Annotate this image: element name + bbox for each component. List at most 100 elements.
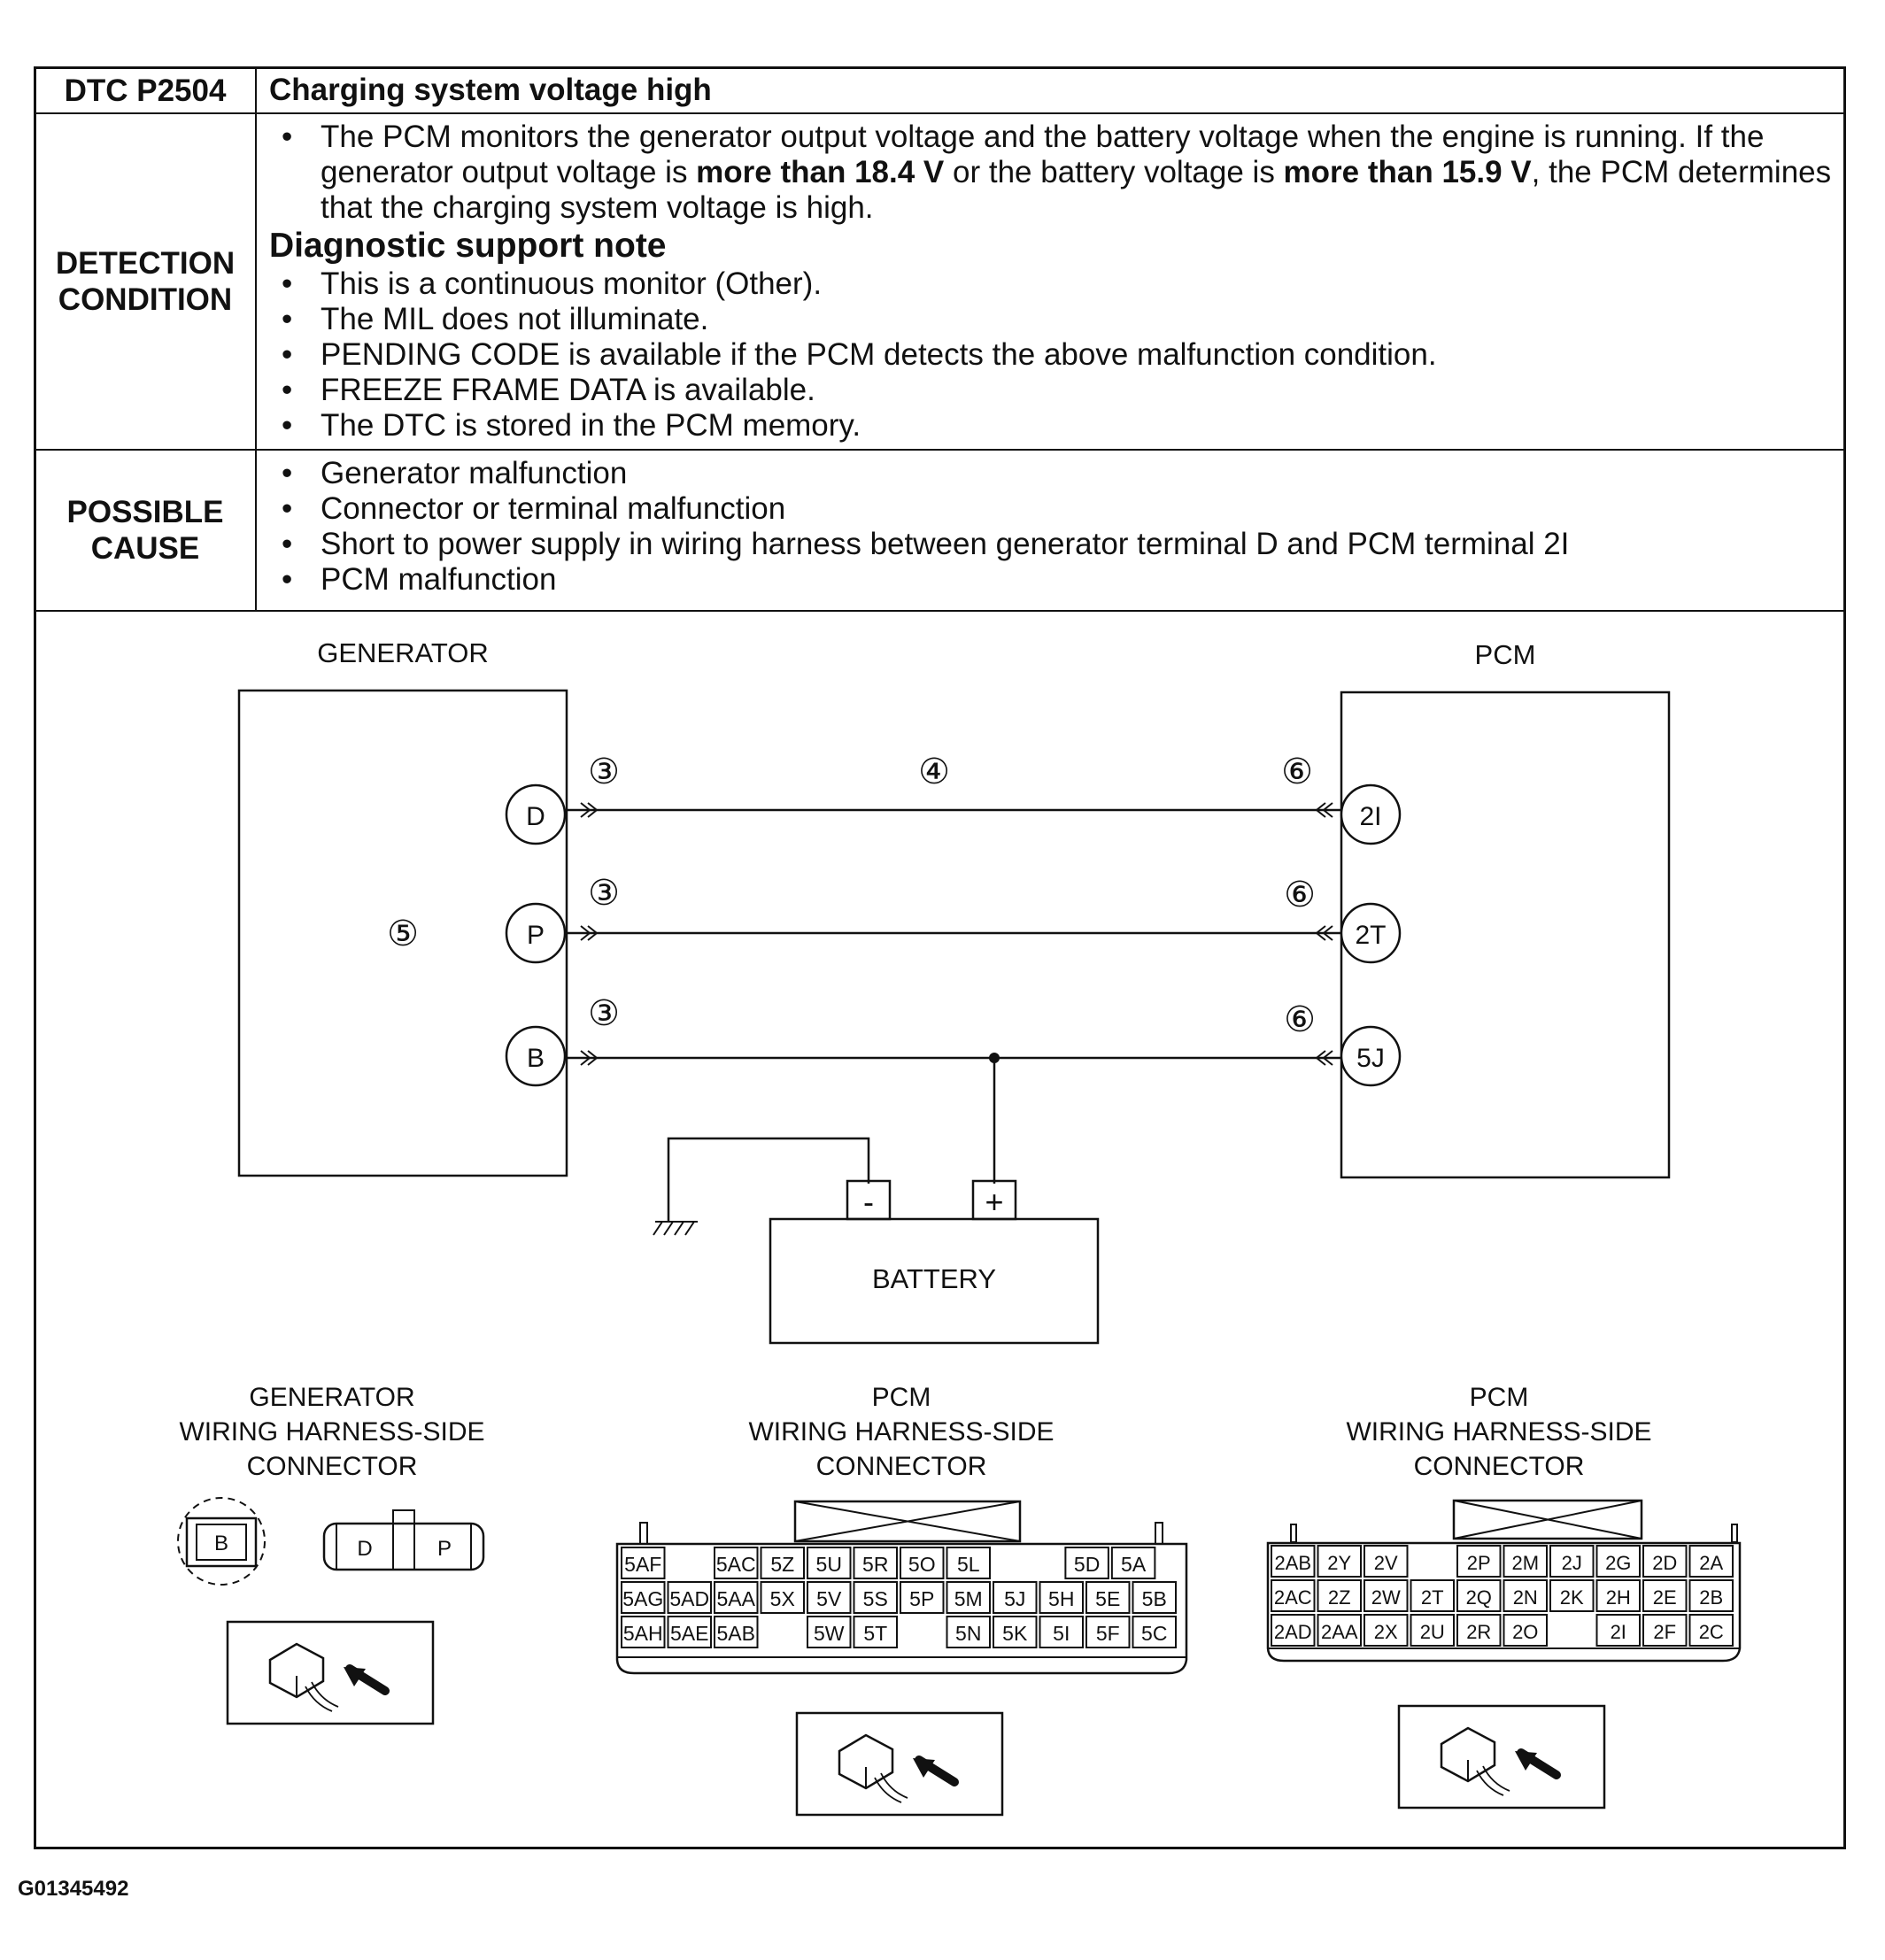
pcm2-pin-cell: [1688, 1545, 1734, 1578]
detection-condition-label: DETECTION CONDITION: [34, 112, 257, 451]
pcm2-pin-cell: [1317, 1545, 1362, 1578]
pcm5-pin-label: 5Z: [770, 1553, 794, 1576]
pcm2-pin-cell: [1364, 1579, 1409, 1612]
pcm5-pin-label: 5N: [955, 1622, 981, 1645]
battery-positive-terminal: [971, 1179, 1017, 1221]
pcm2-pin-cell: [1688, 1579, 1734, 1612]
svg-text:WIRING HARNESS-SIDE: WIRING HARNESS-SIDE: [1346, 1417, 1651, 1447]
pcm2-pin-cell: [1364, 1614, 1409, 1647]
callout-3-d: ③: [588, 752, 620, 791]
detection-text-c: , the PCM determines that the charging s…: [321, 155, 1832, 225]
callout-6-2t: ⑥: [1284, 876, 1316, 914]
pcm5-pin-label: 5J: [1004, 1587, 1025, 1610]
pcm5-pin-label: 5U: [816, 1553, 842, 1576]
pcm2-pin-label: 2J: [1562, 1552, 1582, 1574]
pcm5-pin-label: 5T: [863, 1622, 887, 1645]
cause-list: Generator malfunction Connector or termi…: [269, 456, 1832, 598]
generator-callout: ⑤: [387, 914, 419, 953]
pcm2-pin-cell: [1456, 1545, 1502, 1578]
possible-cause-body: Generator malfunction Connector or termi…: [255, 449, 1846, 612]
pcm2-pin-cell: [1271, 1579, 1316, 1612]
cause-item: Connector or terminal malfunction: [269, 491, 1832, 527]
pcm2-lock-tab: [1452, 1499, 1643, 1540]
pcm2-pin-cell: [1595, 1614, 1641, 1647]
callouts: ③ ③ ③ ④ ⑥ ⑥ ⑥: [588, 752, 1316, 1039]
possible-cause-row: POSSIBLE CAUSE Generator malfunction Con…: [34, 449, 1846, 612]
pcm5-pin-label: 5D: [1074, 1553, 1100, 1576]
pcm5-pin-label: 5AH: [623, 1622, 663, 1645]
pcm-terminal-2t: 2T: [1340, 902, 1402, 964]
pcm5-pin-cell: [714, 1616, 759, 1648]
pcm5-pin-cell: [1039, 1581, 1084, 1614]
dtc-code: DTC P2504: [34, 66, 257, 114]
cause-item: Short to power supply in wiring harness …: [269, 527, 1832, 562]
pcm5-pin-label: 5AE: [670, 1622, 708, 1645]
detection-text-a: The PCM monitors the generator output vo…: [321, 120, 1765, 189]
pcm2-pin-label: 2T: [1421, 1586, 1444, 1609]
pcm2-pin-label: 2X: [1374, 1621, 1398, 1643]
callout-4: ④: [918, 752, 950, 791]
detection-threshold-battery: more than 15.9 V: [1283, 155, 1532, 189]
pcm5-pin-label: 5B: [1142, 1587, 1167, 1610]
pcm5-pin-label: 5AB: [717, 1622, 755, 1645]
pcm5-pin-cell: [760, 1581, 805, 1614]
cause-item: Generator malfunction: [269, 456, 1832, 491]
pcm2-pin-cell: [1410, 1579, 1455, 1612]
svg-text:P: P: [437, 1537, 452, 1561]
callout-3-p: ③: [588, 874, 620, 913]
pcm5-pin-cell: [714, 1547, 759, 1579]
svg-text:WIRING HARNESS-SIDE: WIRING HARNESS-SIDE: [179, 1417, 484, 1447]
callout-6-5j: ⑥: [1284, 1000, 1316, 1039]
pcm5-pin-label: 5A: [1121, 1553, 1147, 1576]
note-item: The DTC is stored in the PCM memory.: [269, 408, 1832, 444]
svg-text:PCM: PCM: [872, 1383, 931, 1412]
callout-3-b: ③: [588, 994, 620, 1033]
pcm2-connector-title: PCM WIRING HARNESS-SIDE CONNECTOR: [1346, 1383, 1651, 1481]
pcm2-pin-cell: [1456, 1579, 1502, 1612]
svg-text:CONNECTOR: CONNECTOR: [1414, 1452, 1585, 1481]
generator-terminal-d: D: [505, 783, 567, 845]
pcm-label: PCM: [1475, 639, 1536, 670]
diagnostic-note-heading: Diagnostic support note: [269, 227, 667, 265]
svg-text:D: D: [526, 802, 545, 831]
pcm2-pin-label: 2Y: [1327, 1552, 1351, 1574]
pcm5-pin-label: 5F: [1096, 1622, 1120, 1645]
pcm5-pin-cell: [853, 1547, 898, 1579]
pcm2-pin-label: 2O: [1512, 1621, 1538, 1643]
pcm5-pin-cell: [1085, 1581, 1131, 1614]
cause-label-line1: POSSIBLE: [66, 495, 224, 529]
pcm2-pin-label: 2F: [1653, 1621, 1676, 1643]
pcm2-pin-label: 2Z: [1328, 1586, 1351, 1609]
svg-text:P: P: [527, 921, 545, 950]
pcm5-pin-cell: [900, 1581, 945, 1614]
dtc-info-table: DTC P2504 Charging system voltage high D…: [34, 66, 1846, 612]
detection-main-list: The PCM monitors the generator output vo…: [269, 120, 1832, 226]
pcm5-pin-cell: [1064, 1547, 1109, 1579]
pcm2-pin-cell: [1642, 1579, 1688, 1612]
pcm5-connector-title: PCM WIRING HARNESS-SIDE CONNECTOR: [748, 1383, 1054, 1481]
figure-id: G01345492: [18, 1877, 129, 1901]
pcm2-pin-label: 2AC: [1274, 1586, 1312, 1609]
pcm5-pin-cell: [1132, 1616, 1177, 1648]
pcm5-pin-cell: [993, 1616, 1038, 1648]
pcm5-pin-label: 5M: [954, 1587, 983, 1610]
pcm5-pin-cell: [946, 1547, 991, 1579]
pcm5-pin-label: 5R: [862, 1553, 888, 1576]
pcm5-pin-label: 5O: [908, 1553, 936, 1576]
pcm2-pin-label: 2H: [1606, 1586, 1631, 1609]
pcm2-pin-label: 2D: [1652, 1552, 1677, 1574]
pcm2-pin-label: 2R: [1466, 1621, 1491, 1643]
battery-label: BATTERY: [872, 1263, 996, 1294]
pcm2-pin-cell: [1271, 1614, 1316, 1647]
detection-condition-body: The PCM monitors the generator output vo…: [255, 112, 1846, 451]
pcm5-pin-label: 5AG: [622, 1587, 663, 1610]
pcm2-pin-cell: [1595, 1579, 1641, 1612]
pcm5-pin-label: 5X: [770, 1587, 795, 1610]
detection-text-b: or the battery voltage is: [944, 155, 1284, 189]
pcm-side-connector-marks: [1315, 802, 1333, 1066]
detection-threshold-generator: more than 18.4 V: [696, 155, 945, 189]
generator-connector-dp: D P: [322, 1509, 485, 1571]
